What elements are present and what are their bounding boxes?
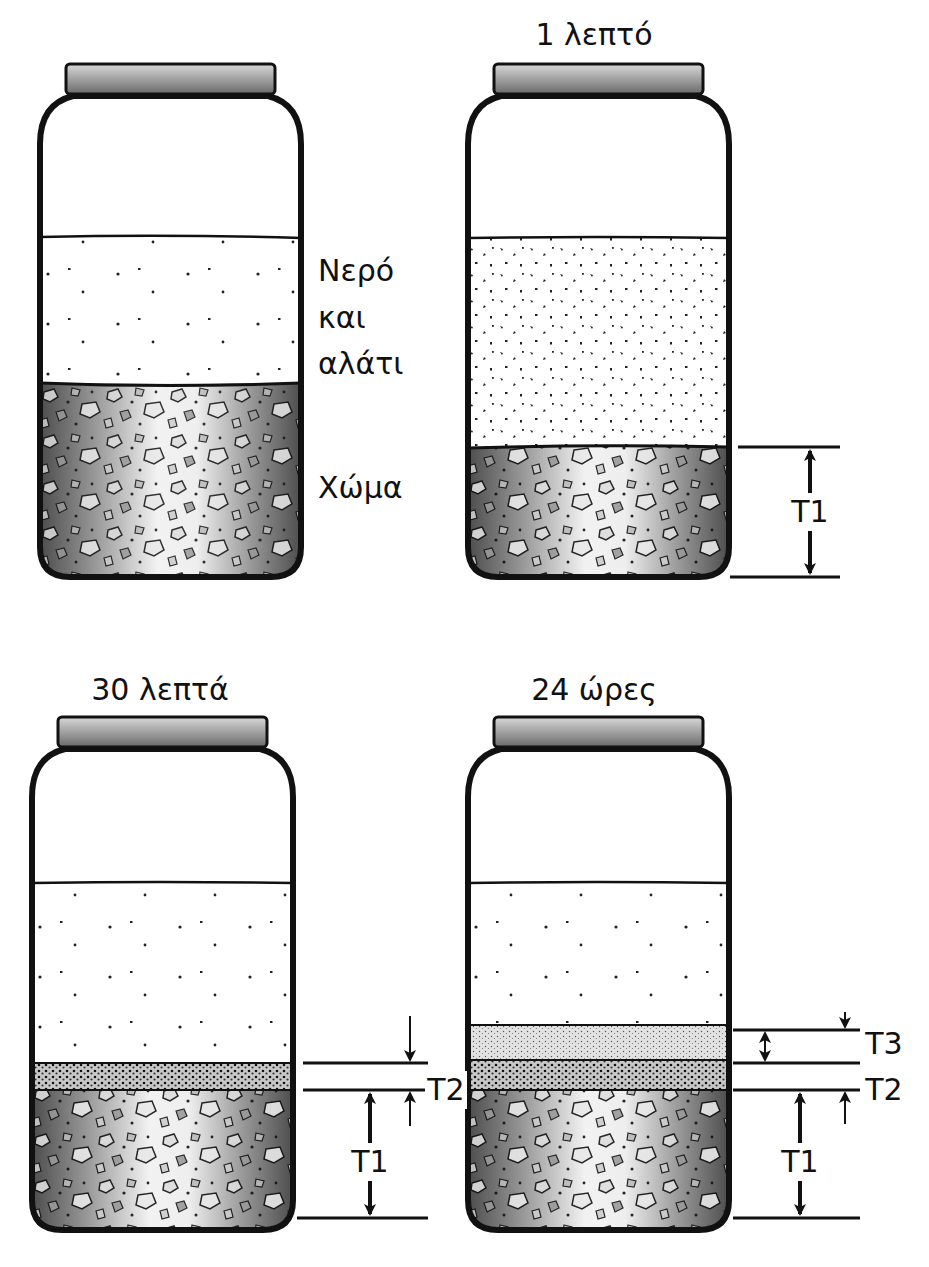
dimension-arrow [409,1093,411,1126]
layer-boundary [468,1059,729,1061]
layer-boundary [32,1089,293,1091]
dimension-arrow [764,1033,766,1060]
jar-start [38,64,303,583]
soil-layer [466,447,731,587]
dimension-lines [733,1012,860,1218]
extension-line [303,1062,428,1065]
dimension-label: T2 [863,1071,904,1109]
jar-lid [494,64,703,94]
water-surface [40,236,301,238]
extension-line [733,1217,860,1220]
water-surface [468,237,729,238]
soil-stones [38,383,303,583]
jar-outline [468,96,729,577]
dimension-lines [730,447,840,577]
soil-stones [466,1090,731,1240]
layer-boundary [32,1062,293,1064]
dimension-label: T2 [425,1071,466,1109]
time-label: 24 ώρες [531,671,657,709]
jar-lid [494,717,703,747]
extension-line [738,446,840,449]
layer-boundary [468,1024,729,1026]
extension-line [733,1062,860,1065]
jar-outline [32,749,293,1230]
dimension-label: T1 [349,1143,390,1181]
silt-layer [466,1025,731,1060]
fine-layer [30,1063,295,1090]
soil-stones [466,447,731,587]
part-label: Χώμα [318,469,403,507]
jar-outline [40,96,301,577]
extension-line [303,1089,428,1092]
dimension-label: T1 [779,1143,820,1181]
time-label: 1 λεπτό [535,16,652,54]
extension-line [730,576,840,579]
extension-line [297,1217,428,1220]
jar-30-minutes [30,717,295,1240]
water-surface [32,882,293,883]
soil-layer [38,383,303,583]
water-particles [38,237,303,383]
water-particles [30,883,295,1063]
jar-24-hours [466,717,731,1240]
jar-outline [468,749,729,1230]
water-particles [466,883,731,1025]
dimension-arrow [409,1016,411,1060]
water-surface [468,882,729,883]
fine-layer [466,1060,731,1090]
dimension-label: T1 [789,493,830,531]
dimension-arrow [844,1093,846,1124]
part-label: Νερό και αλάτι [318,248,404,388]
jar-lid [58,717,267,747]
soil-layer [30,1090,295,1240]
layer-boundary [468,1089,729,1091]
soil-stones [30,1090,295,1240]
extension-line [733,1029,860,1032]
time-label: 30 λεπτά [91,671,229,709]
dimension-lines [297,1016,428,1218]
dimension-label: T3 [863,1025,904,1063]
soil-surface [468,446,729,448]
soil-layer [466,1090,731,1240]
dimension-arrow [844,1012,846,1027]
extension-line [733,1089,860,1092]
jar-lid [66,64,275,94]
water-particles [466,238,731,448]
jar-1-minute [466,64,731,587]
soil-surface [40,383,301,386]
